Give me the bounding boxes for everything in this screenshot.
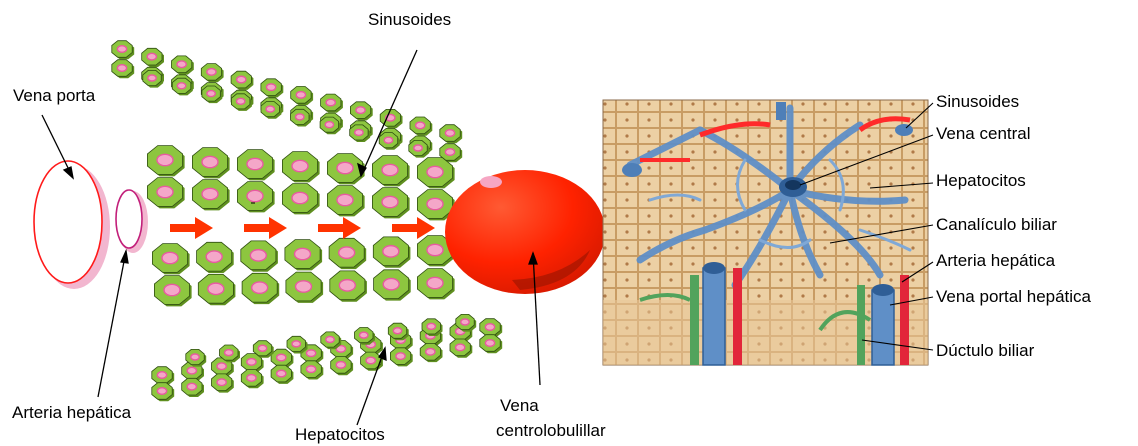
label-centrolobulillar: centrolobulillar bbox=[496, 421, 606, 441]
label-vena: Vena bbox=[500, 396, 539, 416]
label-sinusoides: Sinusoides bbox=[368, 10, 451, 30]
hepatocyte-nucleus bbox=[148, 75, 156, 81]
hepatocyte-nucleus bbox=[427, 166, 443, 177]
hepatocyte-nucleus bbox=[296, 92, 305, 99]
hepatocyte-nucleus bbox=[325, 122, 333, 128]
hepatocyte-nucleus bbox=[461, 319, 469, 325]
hepatocyte-nucleus bbox=[356, 107, 365, 114]
hepatocyte-nucleus bbox=[187, 367, 196, 374]
hepatocyte-nucleus bbox=[157, 372, 166, 379]
hepatocyte-nucleus bbox=[266, 84, 275, 91]
hepatocyte-nucleus bbox=[207, 91, 215, 97]
hepatocyte-nucleus bbox=[157, 186, 173, 197]
hepatocyte-nucleus bbox=[258, 345, 266, 351]
hepatocyte-nucleus bbox=[426, 348, 435, 355]
hepatocyte-nucleus bbox=[306, 366, 315, 373]
hepatocyte-nucleus bbox=[485, 324, 494, 331]
hepatocyte-nucleus bbox=[117, 65, 126, 72]
vena-porta-vessel bbox=[34, 161, 110, 289]
hepatocyte-nucleus bbox=[208, 283, 224, 294]
hepatocyte-nucleus bbox=[337, 162, 353, 173]
hepatocyte-nucleus bbox=[296, 281, 312, 292]
label-arteria-hepatica: Arteria hepática bbox=[12, 403, 131, 423]
hepatocyte-nucleus bbox=[292, 192, 308, 203]
hepatocyte-nucleus bbox=[382, 164, 398, 175]
hepatocyte-nucleus bbox=[162, 252, 178, 263]
right-label-arteria-hepatica: Arteria hepática bbox=[936, 251, 1055, 271]
hepatocyte-nucleus bbox=[247, 359, 256, 366]
hepatocyte-nucleus bbox=[207, 69, 216, 76]
hepatocyte-nucleus bbox=[393, 328, 401, 334]
hepatocyte-nucleus bbox=[191, 354, 199, 360]
hepatocyte-nucleus bbox=[414, 145, 422, 151]
hepatocyte-nucleus bbox=[157, 154, 173, 165]
hepatocyte-nucleus bbox=[427, 244, 443, 255]
hepatocyte-nucleus bbox=[202, 188, 218, 199]
hepatocyte-nucleus bbox=[277, 354, 286, 361]
hepatocyte-nucleus bbox=[383, 246, 399, 257]
hepatocyte-nucleus bbox=[236, 98, 244, 104]
hepatocyte-nucleus bbox=[295, 248, 311, 259]
hepatocyte-nucleus bbox=[360, 332, 368, 338]
hepatocyte-nucleus bbox=[445, 130, 454, 137]
hepatocyte-nucleus bbox=[277, 370, 286, 377]
right-label-sinusoides: Sinusoides bbox=[936, 92, 1019, 112]
hepatocyte-cells bbox=[112, 41, 502, 402]
hepatocyte-nucleus bbox=[339, 247, 355, 258]
hepatocyte-nucleus bbox=[382, 196, 398, 207]
hepatocyte-nucleus bbox=[247, 375, 256, 382]
right-label-vena-portal-hepatica: Vena portal hepática bbox=[936, 287, 1091, 307]
right-label-vena-central: Vena central bbox=[936, 124, 1031, 144]
hepatocyte-nucleus bbox=[292, 341, 300, 347]
hepatocyte-nucleus bbox=[485, 340, 494, 347]
hepatocyte-nucleus bbox=[187, 383, 196, 390]
hepatocyte-nucleus bbox=[427, 323, 435, 329]
liver-tissue-illustration bbox=[603, 100, 928, 365]
hepatocyte-nucleus bbox=[337, 194, 353, 205]
hepatocyte-nucleus bbox=[117, 46, 126, 53]
label-hepatocitos: Hepatocitos bbox=[295, 425, 385, 445]
label-vena-porta: Vena porta bbox=[13, 86, 95, 106]
hepatocyte-nucleus bbox=[164, 284, 180, 295]
right-label-hepatocitos: Hepatocitos bbox=[936, 171, 1026, 191]
hepatocyte-nucleus bbox=[336, 362, 345, 369]
hepatocyte-nucleus bbox=[252, 282, 268, 293]
hepatocyte-nucleus bbox=[217, 363, 226, 370]
right-label-ductulo-biliar: Dúctulo biliar bbox=[936, 341, 1034, 361]
hepatocyte-nucleus bbox=[292, 160, 308, 171]
hepatocyte-nucleus bbox=[427, 277, 443, 288]
hepatocyte-nucleus bbox=[326, 99, 335, 106]
hepatocyte-nucleus bbox=[355, 129, 363, 135]
hepatocyte-nucleus bbox=[247, 190, 263, 201]
hepatocyte-nucleus bbox=[225, 350, 233, 356]
hepatocyte-nucleus bbox=[396, 353, 405, 360]
hepatocyte-nucleus bbox=[237, 76, 246, 83]
hepatocyte-nucleus bbox=[296, 114, 304, 120]
blood-flow-arrows bbox=[170, 217, 435, 239]
hepatocyte-nucleus bbox=[177, 61, 186, 68]
hepatocyte-nucleus bbox=[250, 250, 266, 261]
arteria-hepatica-vessel bbox=[116, 190, 148, 253]
hepatocyte-nucleus bbox=[326, 337, 334, 343]
hepatocyte-nucleus bbox=[456, 344, 465, 351]
hepatocyte-nucleus bbox=[177, 83, 185, 89]
hepatocyte-nucleus bbox=[384, 137, 392, 143]
hepatocyte-nucleus bbox=[306, 350, 315, 357]
hepatocyte-nucleus bbox=[266, 106, 274, 112]
hepatocyte-nucleus bbox=[445, 149, 454, 156]
hepatocyte-nucleus bbox=[416, 122, 425, 129]
hepatocyte-nucleus bbox=[206, 251, 222, 262]
hepatocyte-nucleus bbox=[339, 280, 355, 291]
hepatocyte-nucleus bbox=[366, 357, 375, 364]
hepatocyte-nucleus bbox=[217, 379, 226, 386]
vena-centrolobulillar bbox=[445, 170, 605, 294]
hepatocyte-nucleus bbox=[157, 388, 166, 395]
hepatocyte-nucleus bbox=[147, 53, 156, 60]
hepatocyte-nucleus bbox=[427, 198, 443, 209]
hepatocyte-nucleus bbox=[383, 278, 399, 289]
hepatocyte-nucleus bbox=[247, 158, 263, 169]
right-label-canaliculo-biliar: Canalículo biliar bbox=[936, 215, 1057, 235]
hepatocyte-nucleus bbox=[202, 156, 218, 167]
